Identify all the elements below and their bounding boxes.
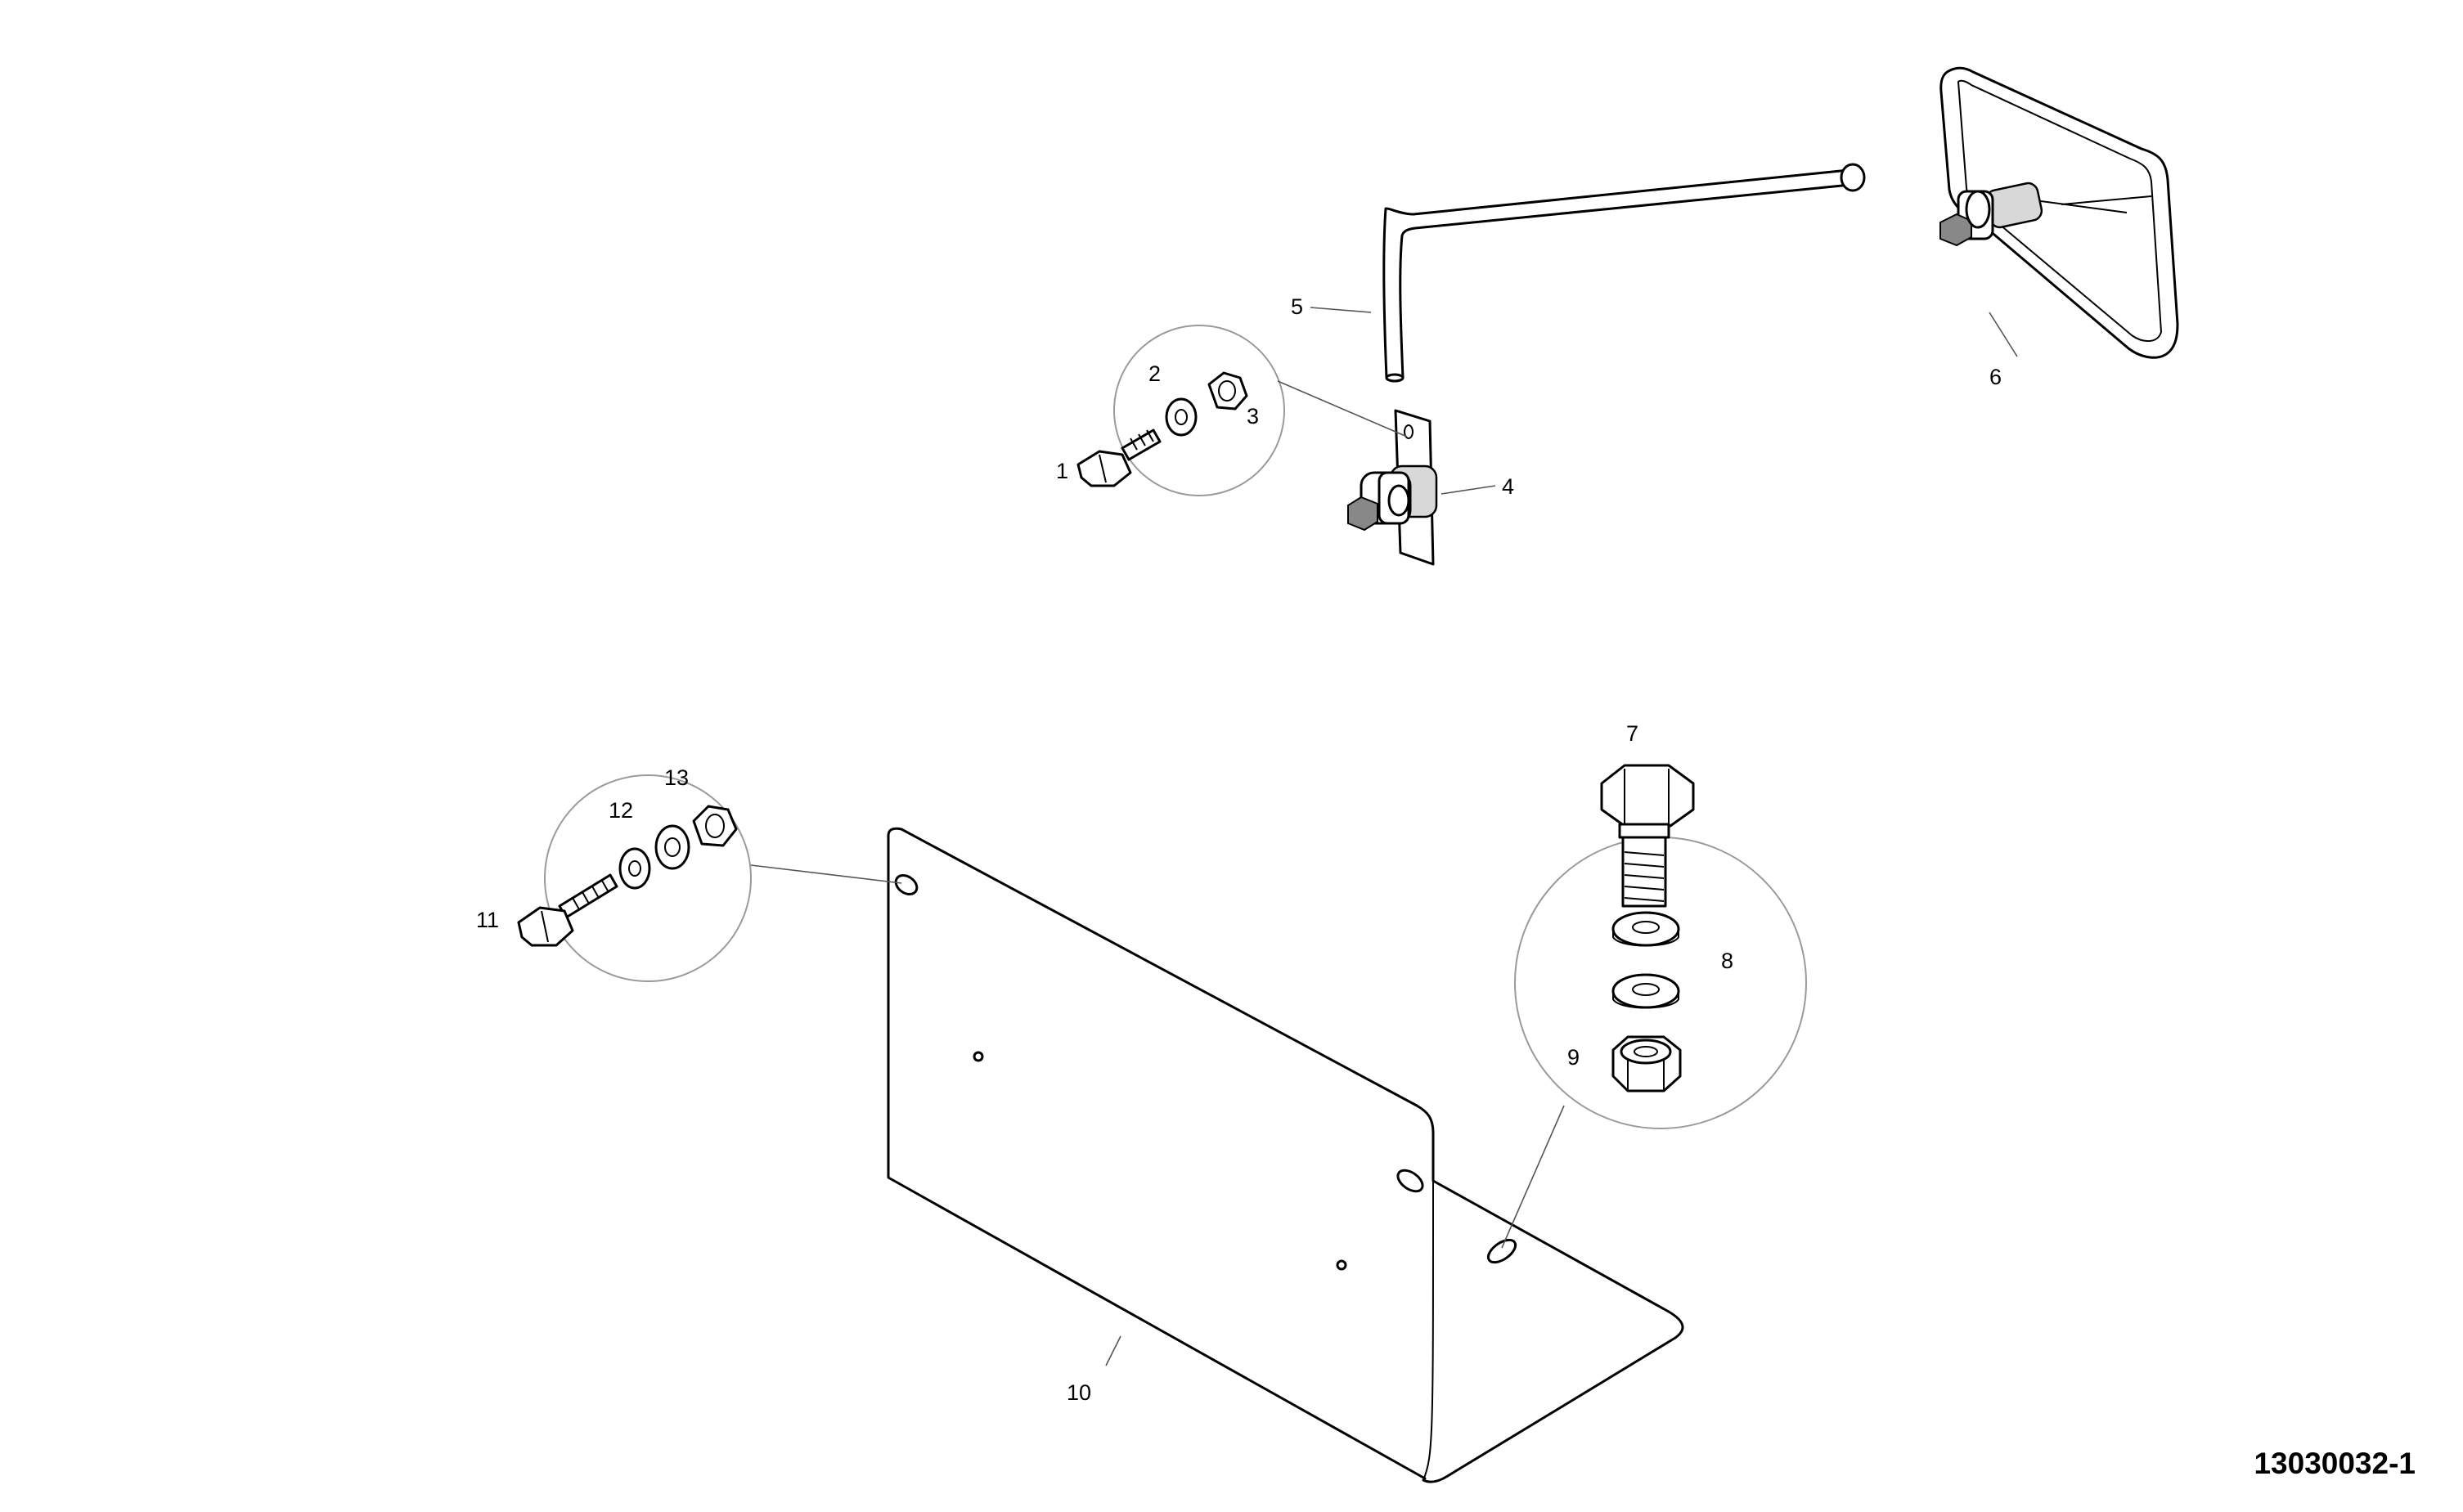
detail-circle-upper [1113, 325, 1285, 496]
callout-8: 8 [1721, 949, 1733, 973]
washers-lower [618, 824, 690, 890]
callout-4: 4 [1502, 474, 1514, 499]
callout-labels: 1 2 3 4 5 6 7 8 9 10 11 12 13 [476, 294, 2002, 1405]
mirror-arm-rod [1382, 163, 1866, 383]
callout-9: 9 [1567, 1045, 1580, 1070]
bolt [1076, 428, 1162, 487]
callout-7: 7 [1626, 721, 1638, 746]
leader-lines [750, 307, 2018, 1366]
washer [1165, 397, 1198, 437]
nut [1207, 371, 1248, 411]
nut-lower [692, 805, 738, 847]
bolt-lower [517, 873, 618, 947]
callout-5: 5 [1291, 294, 1303, 319]
mounting-bracket-clamp [1347, 409, 1438, 566]
angle-plate [887, 827, 1684, 1483]
callout-2: 2 [1148, 361, 1161, 386]
callout-11: 11 [476, 908, 499, 932]
callout-10: 10 [1067, 1380, 1091, 1405]
callout-1: 1 [1056, 459, 1068, 483]
rear-view-mirror [1939, 66, 2179, 359]
callout-6: 6 [1989, 365, 2002, 389]
bolt-vertical [1600, 764, 1695, 908]
detail-circle-left [544, 774, 752, 982]
callout-12: 12 [609, 798, 633, 823]
nut-vertical [1611, 1035, 1682, 1092]
callout-3: 3 [1247, 404, 1259, 428]
figure-id: 13030032-1 [2254, 1447, 2416, 1480]
callout-13: 13 [664, 765, 689, 790]
washers-vertical [1611, 911, 1680, 1009]
